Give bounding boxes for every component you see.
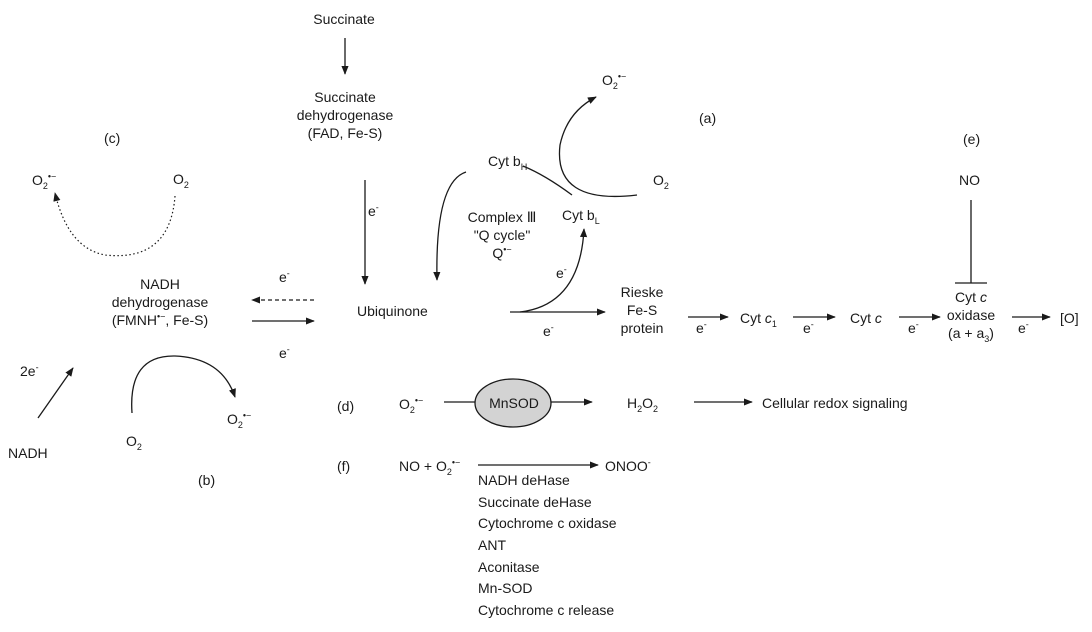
rieske-protein: Rieske Fe-S protein (602, 283, 682, 337)
label-c: (c) (104, 130, 121, 146)
succinate-dehydrogenase: Succinate dehydrogenase (FAD, Fe-S) (280, 88, 410, 142)
superoxide-a: O2•− (602, 71, 627, 91)
electron-label-upper: e- (279, 268, 290, 285)
electron-label-chain-4: e- (1018, 319, 1029, 336)
cyt-bh: Cyt bH (488, 153, 528, 172)
electron-label-rieske: e- (543, 322, 554, 339)
target-aconitase: Aconitase (478, 558, 540, 575)
peroxynitrite-targets: NADH deHase Succinate deHase Cytochrome … (478, 470, 617, 622)
o2-b: O2 (126, 433, 142, 452)
peroxynitrite: ONOO- (605, 457, 651, 474)
nadh-label: NADH (8, 445, 48, 461)
arrow-nadh-2e (37, 367, 74, 419)
target-ant: ANT (478, 537, 506, 554)
oxygen-product: [O] (1060, 310, 1079, 326)
no-label: NO (959, 172, 980, 188)
mnsod-label: MnSOD (489, 395, 539, 411)
mnsod-node (474, 378, 552, 428)
complex-3: Complex Ⅲ "Q cycle" Q•− (452, 208, 552, 262)
succinate-dh-line1: Succinate (314, 89, 376, 105)
target-cytochrome-c-oxidase: Cytochrome c oxidase (478, 515, 617, 532)
redox-signaling: Cellular redox signaling (762, 395, 908, 411)
label-e: (e) (963, 131, 981, 147)
superoxide-d: O2•− (399, 395, 424, 415)
superoxide-b: O2•− (227, 410, 252, 430)
label-f: (f) (337, 458, 351, 474)
arrow-to-cytbl (519, 228, 588, 313)
no-plus-superoxide: NO + O2•− (399, 457, 461, 477)
arrow-o2-to-superoxide-a (558, 96, 638, 198)
superoxide-c: O2•− (32, 171, 57, 191)
complex-3-line1: Complex Ⅲ (467, 209, 537, 225)
nadh-dh-line3: (FMNH•−, Fe-S) (111, 311, 209, 328)
o2-c: O2 (173, 171, 189, 190)
electron-label-chain-2: e- (803, 319, 814, 336)
h2o2: H2O2 (627, 395, 659, 414)
q-radical: Q•− (492, 244, 512, 261)
oxidase-line2: oxidase (946, 307, 996, 323)
rieske-line1: Rieske (620, 284, 664, 300)
electron-label-succinate: e- (368, 202, 379, 219)
label-a: (a) (699, 110, 717, 126)
succinate-dh-line3: (FAD, Fe-S) (307, 125, 383, 141)
oxidase-line3: (a + a3) (948, 325, 994, 344)
electron-label-cytbl: e- (556, 264, 567, 281)
arrow-o2-to-superoxide-b (131, 355, 236, 414)
rieske-line3: protein (620, 320, 664, 336)
nadh-dh-line2: dehydrogenase (111, 294, 209, 310)
target-nadh-dehase: NADH deHase (478, 472, 570, 488)
succinate-dh-line2: dehydrogenase (296, 107, 394, 123)
electron-label-chain-3: e- (908, 319, 919, 336)
ubiquinone: Ubiquinone (357, 303, 428, 319)
cyt-c-oxidase: Cyt c oxidase (a + a3) (931, 288, 1011, 344)
complex-3-line2: "Q cycle" (473, 227, 531, 243)
label-b: (b) (198, 472, 216, 488)
nadh-dehydrogenase: NADH dehydrogenase (FMNH•−, Fe-S) (80, 275, 240, 329)
electron-label-chain-1: e- (696, 319, 707, 336)
cyt-c1: Cyt c1 (740, 310, 777, 329)
oxidase-line1: Cyt c (955, 289, 987, 305)
target-succinate-dehase: Succinate deHase (478, 493, 592, 510)
label-d: (d) (337, 398, 355, 414)
o2-a: O2 (653, 172, 669, 191)
nadh-dh-line1: NADH (140, 276, 180, 292)
succinate-label: Succinate (313, 11, 375, 27)
cyt-bl: Cyt bL (562, 207, 600, 226)
target-cytochrome-c-release: Cytochrome c release (478, 602, 615, 619)
arrow-o2-to-superoxide-c (53, 192, 176, 257)
electron-label-lower: e- (279, 344, 290, 361)
rieske-line2: Fe-S (626, 302, 658, 318)
target-mn-sod: Mn-SOD (478, 580, 533, 597)
cyt-c: Cyt c (850, 310, 882, 326)
two-electron-label: 2e- (20, 362, 39, 379)
arrow-cytbh-to-ubiquinone (433, 171, 467, 281)
link-cytbh-cytbl (522, 165, 573, 196)
